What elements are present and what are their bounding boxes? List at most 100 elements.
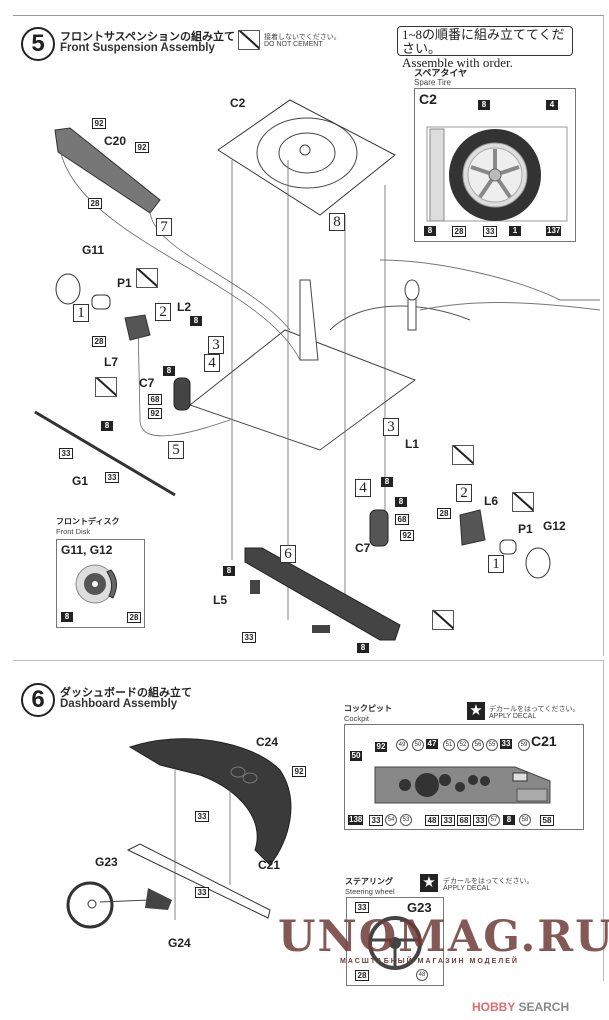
suspension-drawing [34, 99, 601, 641]
step-marker-7: 7 [156, 218, 172, 236]
color-code: 28 [92, 336, 106, 347]
steering-title-en: Steering wheel [345, 887, 395, 896]
steering-decal-jp: デカールをはってください。 [443, 878, 534, 885]
part-label-l6: L6 [484, 494, 499, 508]
decal-number: 54 [385, 814, 397, 826]
decal-number: 56 [472, 739, 484, 751]
part-label-c21: C21 [258, 858, 281, 872]
step-marker-1: 1 [73, 304, 89, 322]
color-code: 8 [357, 643, 369, 653]
part-label-l2: L2 [177, 300, 192, 314]
color-code: 33 [355, 902, 369, 913]
color-code: 33 [195, 811, 209, 822]
color-code: 92 [148, 408, 162, 419]
color-code: 1 [509, 226, 521, 236]
order-note-jp: 1~8の順番に組み立ててください。 [402, 27, 565, 56]
decal-number: 55 [486, 739, 498, 751]
part-label-c7-right: C7 [355, 541, 371, 555]
step-marker-6: 6 [280, 545, 296, 563]
step-marker-8: 8 [329, 213, 345, 231]
steering-decal-en: APPLY DECAL [443, 885, 491, 892]
part-label-l1: L1 [405, 437, 420, 451]
watermark-subtitle: МАСШТАБНЫЙ МАГАЗИН МОДЕЛЕЙ [340, 958, 519, 965]
steering-inset: G23 33 28 48 [346, 897, 444, 986]
color-code: 33 [195, 887, 209, 898]
part-label-g12: G12 [543, 519, 566, 533]
spare-tire-title-jp: スペアタイヤ [414, 68, 468, 78]
color-code: 28 [452, 226, 466, 237]
hobby-text: HOBBY [472, 1000, 516, 1014]
color-code: 68 [148, 394, 162, 405]
decal-number: 52 [457, 739, 469, 751]
color-code: 47 [426, 739, 438, 749]
color-code: 58 [540, 815, 554, 826]
cockpit-title-en: Cockpit [344, 714, 370, 723]
color-code: 50 [350, 751, 362, 761]
color-code: 8 [381, 477, 393, 487]
front-disk-title-jp: フロントディスク [56, 517, 120, 526]
steering-part: G23 [407, 900, 432, 915]
color-code: 28 [127, 612, 141, 623]
spare-tire-panel [217, 99, 396, 216]
step6-title-en: Dashboard Assembly [60, 698, 178, 710]
color-code: 33 [473, 815, 487, 826]
no-cement-icon [432, 610, 454, 630]
decal-number: 50 [412, 739, 424, 751]
c24-part [128, 738, 292, 866]
color-code: 92 [135, 142, 149, 153]
assembly-order-note: 1~8の順番に組み立ててください。 Assemble with order. [397, 26, 573, 70]
watermark-unomag: UNOMAG.RU [278, 912, 609, 962]
color-code: 92 [400, 530, 414, 541]
step-marker-3: 3 [208, 336, 224, 354]
step5-frame [13, 15, 604, 656]
no-cement-icon [238, 30, 260, 50]
no-cement-en: DO NOT CEMENT [264, 41, 323, 48]
step5-number: 5 [21, 27, 55, 61]
part-label-g11: G11 [82, 243, 105, 257]
part-label-g1: G1 [72, 474, 89, 488]
spare-tire-inset: C2 8 4 8 28 33 1 137 [414, 88, 576, 242]
color-code: 8 [223, 566, 235, 576]
step5-title-en: Front Suspension Assembly [60, 42, 215, 54]
step6-number: 6 [21, 683, 55, 717]
color-code: 4 [546, 100, 558, 110]
apply-decal-icon: ★ [420, 874, 438, 892]
decal-number: 49 [396, 739, 408, 751]
c20-part [54, 127, 161, 214]
cockpit-inset: C21 50 92 49 50 47 51 52 56 55 33 59 138… [344, 724, 584, 830]
decal-number: 48 [416, 969, 428, 981]
steering-drawing [368, 916, 422, 970]
color-code: 8 [101, 421, 113, 431]
color-code: 33 [483, 226, 497, 237]
part-label-p1: P1 [117, 276, 132, 290]
c21-part [126, 843, 271, 919]
decal-number: 59 [518, 739, 530, 751]
front-disk-title-en: Front Disk [56, 527, 91, 536]
color-code: 33 [242, 632, 256, 643]
lower-arm [244, 547, 401, 641]
color-code: 8 [163, 366, 175, 376]
spare-tire-part: C2 [419, 91, 437, 107]
color-code: 8 [395, 497, 407, 507]
no-cement-icon [452, 445, 474, 465]
color-code: 28 [88, 198, 102, 209]
decal-number: 58 [519, 814, 531, 826]
hobby-search-logo: HOBBY SEARCH [472, 1000, 569, 1014]
color-code: 92 [375, 742, 387, 752]
color-code: 92 [92, 118, 106, 129]
color-code: 8 [503, 815, 515, 825]
color-code: 33 [59, 448, 73, 459]
color-code: 92 [292, 766, 306, 777]
front-disk-inset: G11, G12 8 28 [56, 539, 145, 628]
dashboard-drawing [66, 738, 292, 929]
part-label-g24: G24 [168, 936, 191, 950]
no-cement-icon [512, 492, 534, 512]
color-code: 48 [425, 815, 439, 826]
part-label-l7: L7 [104, 355, 119, 369]
part-label-c2: C2 [230, 96, 246, 110]
decal-number: 53 [400, 814, 412, 826]
color-code: 28 [437, 508, 451, 519]
color-code: 33 [105, 472, 119, 483]
no-cement-jp: 接着しないでください。 [264, 34, 341, 41]
step5-title-jp: フロントサスペンションの組み立て [60, 31, 236, 43]
